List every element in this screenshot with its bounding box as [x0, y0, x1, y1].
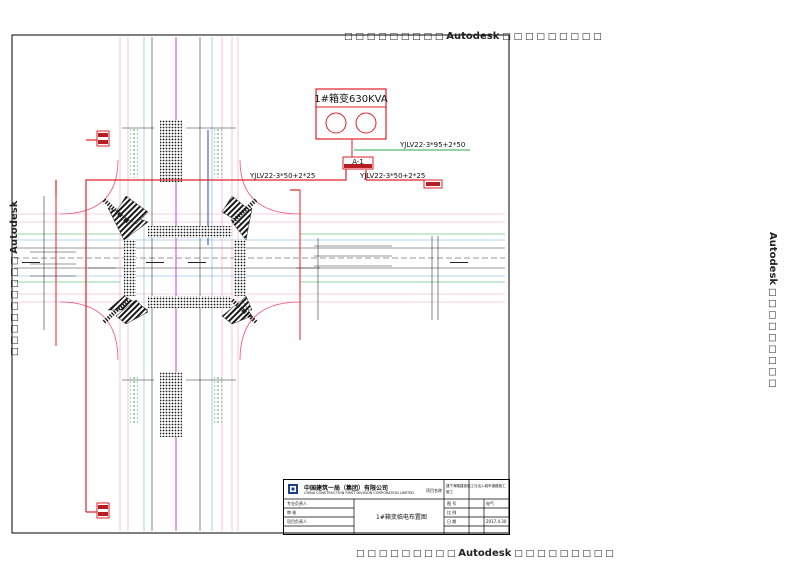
watermark-brand: Autodesk	[458, 548, 512, 559]
project-name: 建宁海路建造施工与出入城市道路施工	[446, 484, 506, 488]
title-block-grid	[284, 480, 509, 534]
drawing-frame	[11, 34, 510, 534]
north-green-dots	[130, 128, 222, 425]
south-crosswalk	[160, 372, 182, 437]
north-crosswalk	[160, 120, 182, 182]
watermark-boxes: □ □ □ □ □ □ □ □ □	[502, 32, 602, 42]
drawing-number-label: 图 号	[447, 501, 457, 506]
vertical-road-lines	[119, 37, 239, 531]
transformer-label: 1#箱变630KVA	[314, 92, 388, 105]
project-name-label: 项目名称	[426, 488, 442, 493]
dimension-ticks	[88, 127, 320, 381]
lane-markings	[22, 262, 468, 263]
east-side-road	[299, 190, 439, 340]
horizontal-road-lines	[14, 213, 505, 303]
switch-box-a1	[342, 156, 374, 170]
power-cables	[55, 139, 426, 513]
watermark-boxes: □ □ □ □ □ □ □ □ □	[356, 549, 456, 559]
cable-upper-label: YJLV22-3*95+2*50	[399, 141, 465, 149]
autodesk-watermark-left: □ □ □ □ □ □ □ □ □ Autodesk	[9, 201, 20, 356]
watermark-boxes: □ □ □ □ □ □ □ □ □	[10, 256, 20, 356]
company-name-en: CHINA CONSTRUCTION FIRST DIVISION CORPOR…	[304, 491, 414, 495]
scale-label: 比 例	[447, 510, 457, 515]
west-side-road	[30, 196, 76, 346]
curb-arcs	[59, 159, 301, 361]
drawing-number-value: 电气	[486, 501, 494, 506]
review-label: 审 核	[287, 510, 297, 515]
drawing-title: 1#箱变临电布置图	[376, 514, 427, 521]
autodesk-watermark-bottom: □ □ □ □ □ □ □ □ □ Autodesk □ □ □ □ □ □ □…	[356, 548, 614, 559]
cable-main-label: YJLV22-3*50+2*25	[249, 172, 315, 180]
project-lead-label: 项目负责人	[287, 519, 307, 524]
cable-branch-label: YJLV22-3*50+2*25	[359, 172, 425, 180]
watermark-boxes: □ □ □ □ □ □ □ □ □	[514, 549, 614, 559]
company-name-cn: 中国建筑一局（集团）有限公司	[304, 485, 389, 492]
watermark-brand: Autodesk	[446, 31, 500, 42]
watermark-boxes: □ □ □ □ □ □ □ □ □	[767, 287, 777, 388]
watermark-brand: Autodesk	[767, 232, 778, 286]
date-label: 日 期	[447, 519, 457, 524]
switch-box-label: A-1	[352, 158, 364, 166]
distribution-boxes	[96, 130, 443, 519]
title-block: 中国建筑一局（集团）有限公司 CHINA CONSTRUCTION FIRST …	[283, 479, 510, 535]
watermark-brand: Autodesk	[9, 200, 20, 254]
date-value: 2017.4.30	[486, 519, 507, 524]
autodesk-watermark-top: □ □ □ □ □ □ □ □ □ Autodesk □ □ □ □ □ □ □…	[344, 31, 602, 42]
project-name-line2: 施工	[446, 490, 453, 494]
transformer-630kva	[315, 88, 387, 140]
autodesk-watermark-right: Autodesk □ □ □ □ □ □ □ □ □	[767, 232, 778, 387]
intersection-crosswalks	[124, 226, 246, 308]
design-lead-label: 专业负责人	[287, 501, 307, 506]
watermark-boxes: □ □ □ □ □ □ □ □ □	[344, 32, 444, 42]
